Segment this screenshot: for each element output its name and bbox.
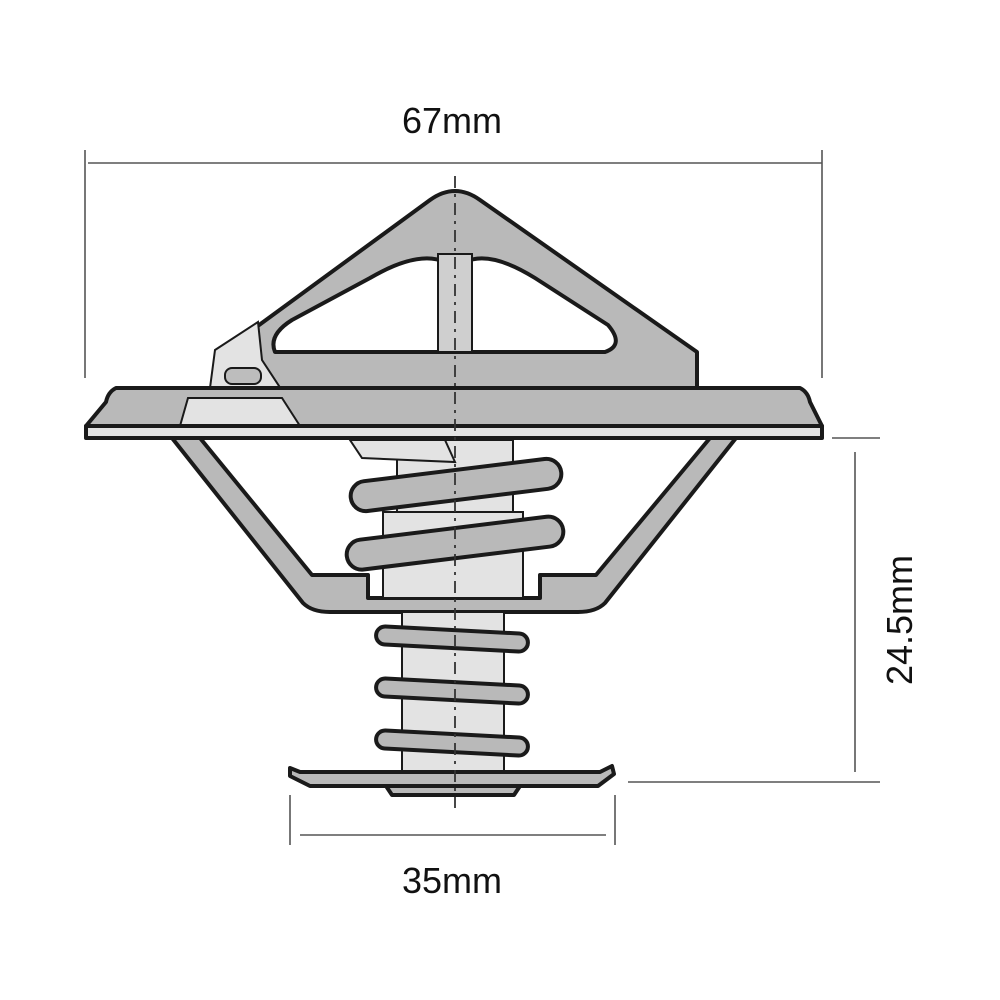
cage-frame <box>170 436 738 614</box>
bridge-frame <box>253 189 699 390</box>
main-spring <box>344 439 566 572</box>
dimension-label-valve: 35mm <box>402 860 502 901</box>
spring-coil-1 <box>348 456 564 514</box>
valve-boss <box>384 784 522 797</box>
dimension-label-height: 24.5mm <box>879 555 920 685</box>
lower-cage <box>170 436 738 614</box>
small-coil-3 <box>374 728 530 758</box>
dimension-height-24-5: 24.5mm <box>628 437 920 783</box>
spring-coil-top <box>348 439 457 464</box>
dimension-valve-35: 35mm <box>289 795 616 901</box>
dimension-width-67: 67mm <box>84 100 823 378</box>
flange-lip <box>84 424 824 440</box>
valve-disc <box>288 764 616 788</box>
small-coil-1 <box>374 624 530 654</box>
rivet-head <box>224 367 262 385</box>
valve-plate <box>288 764 616 797</box>
small-coil-2 <box>374 676 530 706</box>
flange-notch <box>178 397 302 427</box>
dimension-label-width: 67mm <box>402 100 502 141</box>
flange <box>84 386 824 440</box>
spring-coil-2 <box>344 514 566 572</box>
lower-spring <box>374 624 530 758</box>
